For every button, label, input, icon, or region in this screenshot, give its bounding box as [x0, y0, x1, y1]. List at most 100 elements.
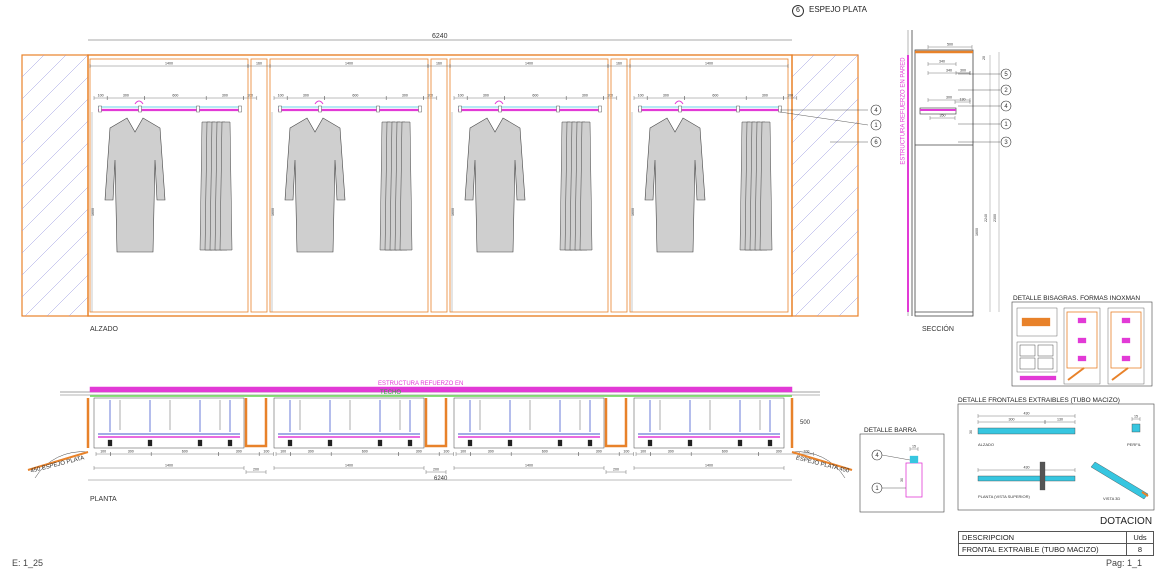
hatch-line [21, 98, 89, 166]
hinge-title: DETALLE BISAGRAS. FORMAS INOXMAN [1013, 295, 1141, 302]
rail-dim: 100 [638, 94, 644, 98]
bay-panel [89, 58, 249, 313]
section-dim: 130 [960, 98, 966, 102]
hinge-detail [1011, 301, 1153, 387]
rail-bracket [98, 105, 102, 113]
plan-bracket [227, 439, 233, 447]
fronts-alzado-label: ALZADO [978, 442, 995, 447]
hanging-garment [219, 121, 233, 251]
hatch-line [791, 186, 859, 254]
fronts-dim: 430 [1024, 412, 1030, 416]
plan-bracket [557, 439, 563, 447]
bay-width-dim: 1400 [525, 62, 533, 66]
hatch-line [791, 54, 837, 100]
hatch-line [21, 164, 89, 232]
plan-gap-dim: 200 [253, 468, 259, 472]
bay-panel [629, 58, 789, 313]
plan-rail-dim: 100 [443, 450, 449, 454]
callout-1 [870, 119, 882, 131]
rail-bracket [498, 105, 502, 113]
door-swing-left [34, 451, 89, 479]
plan-gap-dim: 200 [433, 468, 439, 472]
scale-label: E: 1_25 [12, 558, 44, 568]
bay-width-dim: 1400 [705, 62, 713, 66]
section-dim: 350 [940, 114, 946, 118]
hinge-mark [1121, 355, 1131, 362]
header-units: Uds [1126, 531, 1154, 544]
front-stop [1039, 461, 1046, 491]
plan-bracket [687, 439, 693, 447]
bay-width-dim: 1400 [165, 62, 173, 66]
plan-rail-dim: 300 [776, 450, 782, 454]
plan-bay-box [93, 397, 245, 449]
dotacion-title: DOTACION [1100, 516, 1153, 527]
rail-dim: 600 [172, 94, 178, 98]
rail-box [859, 433, 945, 513]
plan-bay-box [273, 397, 425, 449]
height-dim: 1600 [631, 208, 635, 216]
plan-gap-dim: 200 [613, 468, 619, 472]
hinge-piece [1037, 344, 1054, 357]
plan-divider [244, 398, 268, 448]
plan-bay-dim: 1400 [705, 464, 713, 468]
hinge-door [1107, 307, 1145, 385]
rail-top [909, 455, 919, 464]
plan-bay-box [453, 397, 605, 449]
hinge-open [1067, 367, 1085, 381]
plan-rail-dim: 100 [280, 450, 286, 454]
hatch-line [21, 186, 89, 254]
height-dim: 1600 [91, 208, 95, 216]
rail-bracket [196, 105, 200, 113]
garment-dress [104, 117, 166, 253]
bay-divider [250, 58, 268, 313]
hinge-door-inner [1110, 311, 1142, 369]
hinge-open [1111, 367, 1129, 381]
callout-number: 4 [875, 453, 879, 459]
rail-dim: 300 [582, 94, 588, 98]
height-dim: 1600 [451, 208, 455, 216]
plan-bracket [407, 439, 413, 447]
plan-rail-dim: 600 [722, 450, 728, 454]
hinge-base [1019, 375, 1057, 381]
bay-divider [430, 58, 448, 313]
plan-rail-dim: 300 [668, 450, 674, 454]
section-dim: 2300 [993, 214, 997, 222]
plan-bracket [107, 439, 113, 447]
bay-divider [610, 58, 628, 313]
rail-dim: 100 [458, 94, 464, 98]
plan-structure-sub: TECHO [380, 390, 401, 396]
callout-4 [870, 104, 882, 116]
mirror-frame [791, 54, 859, 317]
hinge-mark [1077, 337, 1087, 344]
fronts-box [957, 403, 1155, 511]
gap-dim: 160 [256, 62, 262, 66]
hatch-line [21, 54, 45, 78]
section-dim: 340 [939, 60, 945, 64]
plan-bracket [767, 439, 773, 447]
plan-bracket [287, 439, 293, 447]
elevation-frame [87, 54, 793, 317]
hatch-line [791, 54, 859, 122]
rail-bracket [418, 105, 422, 113]
hinge-mark [1121, 317, 1131, 324]
rail-dim: 300 [402, 94, 408, 98]
leader [779, 111, 869, 126]
fronts-perfil-label: PERFIL [1127, 442, 1142, 447]
hatch-line [791, 164, 859, 232]
hinge-view [1016, 341, 1058, 373]
rail-bracket [278, 105, 282, 113]
rail-dim: 300 [483, 94, 489, 98]
section-dim: 1600 [975, 228, 979, 236]
section-vertical-text: ESTRUCTURA REFUERZO EN PARED [900, 57, 907, 165]
hanging-garment [759, 121, 773, 251]
rail-dim: 300 [663, 94, 669, 98]
rail-bracket [238, 105, 242, 113]
hinge-piece [1037, 357, 1054, 370]
section-dim: 300 [946, 96, 952, 100]
